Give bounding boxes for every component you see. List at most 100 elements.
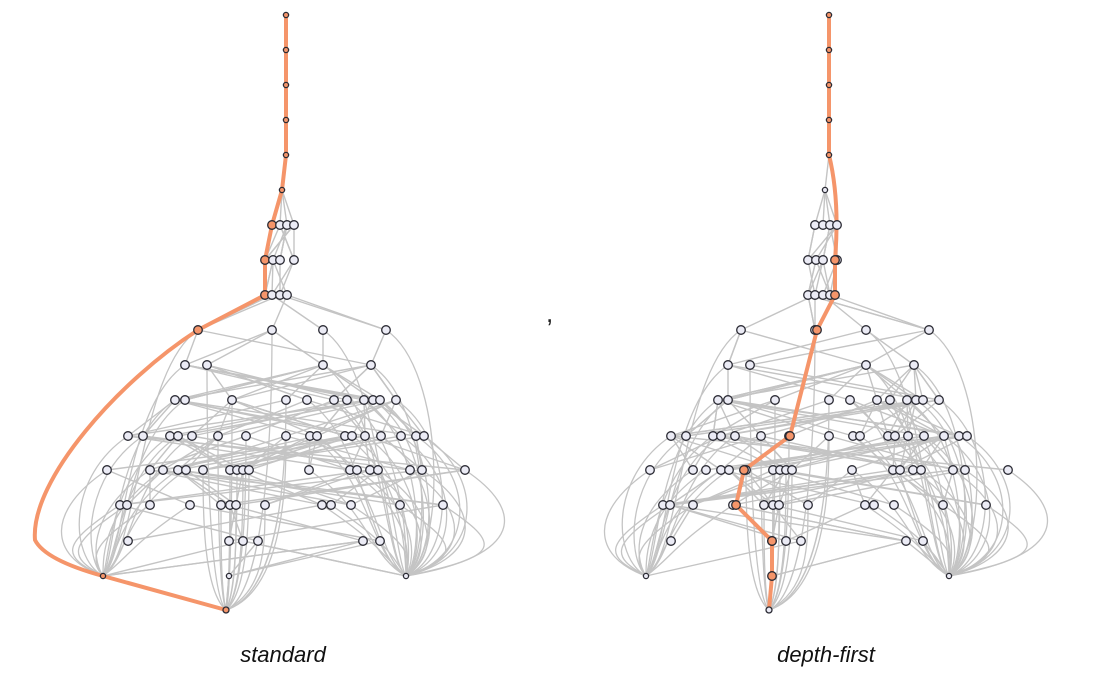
graph-edge (281, 189, 288, 226)
graph-edge (717, 399, 925, 437)
graph-edge (620, 504, 671, 577)
graph-edge (771, 540, 907, 577)
graph-node (360, 431, 370, 441)
graph-edge (225, 504, 237, 611)
graph-edge (281, 189, 295, 226)
graph-edge (740, 294, 816, 331)
graph-node (224, 536, 234, 546)
graph-edge (768, 399, 830, 611)
graph-edge (892, 435, 896, 471)
graph-node (346, 500, 356, 510)
graph-edge (943, 435, 991, 577)
graph-edge (645, 435, 714, 577)
graph-edge (851, 469, 866, 506)
graph-edge (920, 469, 971, 577)
graph-edge (864, 504, 950, 577)
graph-node (745, 360, 755, 370)
graph-edge (78, 435, 129, 577)
graph-edge (206, 329, 273, 366)
graph-edge (807, 469, 853, 506)
graph-node (759, 500, 769, 510)
graph-edge (177, 469, 222, 506)
graph-edge (778, 469, 966, 506)
graph-node (202, 360, 212, 370)
graph-node (855, 431, 865, 441)
graph-edge (889, 399, 950, 577)
graph-edge (768, 435, 830, 611)
graph-node (824, 431, 834, 441)
graph-node (122, 500, 132, 510)
graph-node (391, 395, 401, 405)
graph-edge (333, 399, 366, 437)
graph-edge (621, 435, 672, 577)
graph-edge (727, 364, 851, 401)
graph-edge (344, 435, 407, 577)
highlighted-node (731, 500, 741, 510)
graph-node (818, 255, 828, 265)
graph-edge (791, 435, 830, 471)
graph-node (716, 431, 726, 441)
graph-edge (184, 329, 199, 366)
graph-edge (712, 399, 719, 437)
highlighted-node (830, 255, 840, 265)
graph-edge (876, 399, 960, 437)
graph-node (145, 465, 155, 475)
graph-edge (815, 259, 831, 296)
graph-edge (377, 469, 428, 577)
graph-node (803, 500, 813, 510)
graph-node (919, 431, 929, 441)
graph-node (845, 395, 855, 405)
graph-edge (184, 364, 381, 401)
graph-edge (807, 294, 816, 331)
graph-node (213, 431, 223, 441)
graph-edge (102, 399, 176, 577)
graph-edge (670, 435, 694, 471)
graph-node (317, 500, 327, 510)
graph-node (901, 536, 911, 546)
graph-node (260, 500, 270, 510)
graph-node (918, 395, 928, 405)
graph-node (396, 431, 406, 441)
graph-node (890, 431, 900, 441)
graph-node (289, 255, 299, 265)
graph-edge (395, 399, 443, 577)
graph-edge (922, 399, 973, 577)
graph-node (908, 465, 918, 475)
graph-node (872, 395, 882, 405)
graph-node (375, 536, 385, 546)
graph-edge (768, 504, 809, 611)
graph-edge (242, 435, 287, 471)
graph-edge (669, 504, 907, 542)
graph-edge (119, 469, 423, 506)
graph-edge (948, 504, 1028, 577)
graph-edge (938, 399, 986, 577)
graph-edge (102, 399, 186, 577)
graph-edge (149, 435, 179, 471)
graph-node (216, 500, 226, 510)
graph-node (405, 465, 415, 475)
graph-edge (893, 504, 952, 577)
graph-edge (363, 399, 418, 577)
highlighted-node (99, 572, 107, 580)
graph-edge (395, 399, 425, 437)
highlighted-node (767, 571, 777, 581)
depth-first-highlight-path (733, 15, 839, 611)
graph-edge (350, 504, 409, 577)
graph-node (708, 431, 718, 441)
graph-node (787, 465, 797, 475)
graph-edge (370, 364, 397, 401)
graph-edge (645, 504, 734, 577)
graph-node (688, 500, 698, 510)
graph-edge (177, 469, 231, 506)
graph-node (824, 395, 834, 405)
graph-edge (788, 399, 878, 437)
graph-edge (873, 504, 950, 577)
graph-edge (321, 504, 407, 577)
graph-edge (206, 364, 227, 611)
graph-node (170, 395, 180, 405)
graph-edge (102, 469, 179, 577)
graph-node (395, 500, 405, 510)
graph-node (267, 290, 277, 300)
graph-edge (740, 329, 867, 366)
graph-edge (271, 294, 324, 331)
